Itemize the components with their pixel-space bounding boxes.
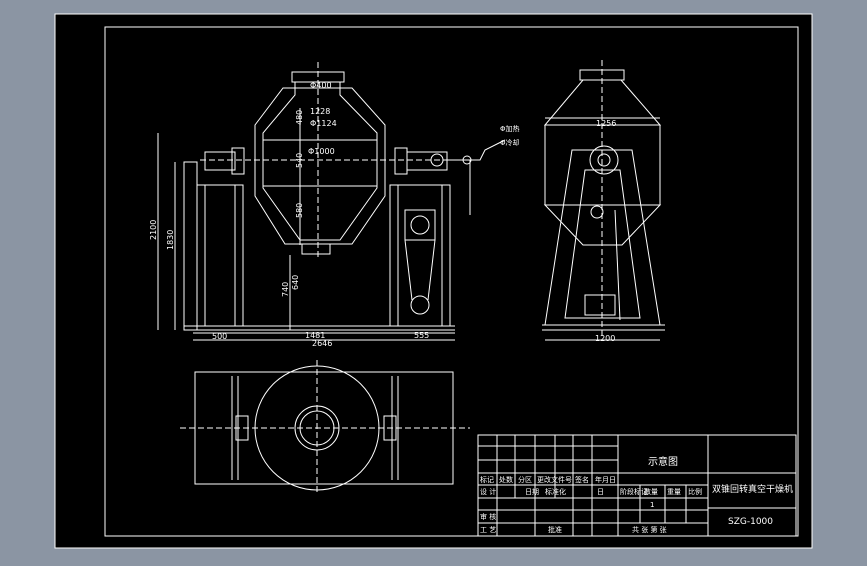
dim-555: 555: [414, 331, 429, 340]
machine-name: 双锥回转真空干燥机: [712, 483, 793, 495]
drive-pulley: [410, 295, 430, 315]
stage-label: 阶段标记: [620, 487, 648, 496]
dim-540: 540: [295, 153, 304, 168]
hdr-mark: 标记: [480, 475, 494, 484]
right-column: [389, 184, 451, 327]
label-cooling: Φ冷却: [500, 138, 520, 147]
front-view: [157, 62, 506, 341]
sheets-label: 共 张 第 张: [632, 525, 667, 534]
row-design: 设 计: [480, 487, 496, 496]
dim-1830: 1830: [166, 230, 175, 250]
scale-label: 比例: [688, 487, 702, 496]
dim-side-base: 1200: [595, 334, 615, 343]
top-view: [180, 360, 470, 492]
side-view: [542, 60, 665, 341]
row-process: 工 艺: [480, 526, 496, 534]
ri-label: 日: [597, 488, 604, 496]
hdr-doc: 更改文件号: [537, 475, 572, 484]
row-approve: 批准: [548, 525, 562, 534]
dim-1000: Φ1000: [308, 147, 335, 156]
hdr-count: 处数: [499, 475, 513, 484]
hdr-sign: 签名: [575, 475, 589, 484]
dim-1481: 1481: [305, 331, 325, 340]
row-std: 标准化: [545, 487, 566, 496]
dim-480: 480: [295, 110, 304, 125]
dim-side-top: 1256: [596, 119, 616, 128]
label-heating: Φ加热: [500, 124, 520, 133]
qty-label: 数量: [644, 487, 658, 496]
row-check: 审 核: [480, 512, 496, 521]
side-shaft-hub: [589, 145, 619, 175]
dim-580: 580: [295, 203, 304, 218]
model-number: SZG-1000: [728, 517, 773, 527]
hdr-zone: 分区: [518, 475, 532, 484]
dim-2100: 2100: [149, 220, 158, 240]
dim-2646: 2646: [312, 339, 332, 348]
drawing-sheet: [54, 13, 813, 549]
weight-label: 重量: [667, 488, 681, 496]
double-cone-body: [262, 81, 378, 241]
dimension-labels: Φ400 1228 Φ1124 Φ1000 480 540 580 2100 1…: [149, 81, 616, 348]
dim-500: 500: [212, 332, 227, 341]
drawing-title: 示意图: [648, 455, 678, 468]
title-block: [477, 434, 797, 537]
dim-1124: Φ1124: [310, 119, 337, 128]
dim-1228: 1228: [310, 107, 330, 116]
gearbox: [404, 209, 436, 241]
inner-border: [104, 26, 799, 537]
dim-top-flange: Φ400: [310, 81, 332, 90]
dim-640: 640: [291, 275, 300, 290]
dim-740: 740: [281, 282, 290, 297]
title-block-text: 示意图 双锥回转真空干燥机 SZG-1000 标记 处数 分区 更改文件号 签名…: [480, 455, 793, 534]
date-label: 日期: [525, 488, 539, 496]
qty-value: 1: [650, 501, 654, 509]
hdr-date: 年月日: [595, 475, 616, 484]
